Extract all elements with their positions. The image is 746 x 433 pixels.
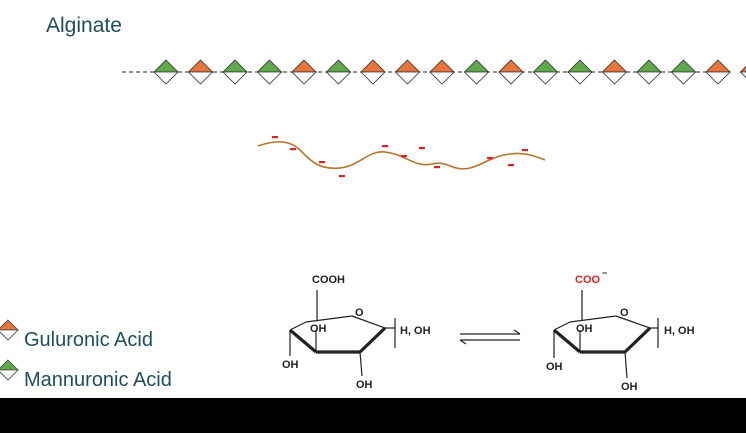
guluronic-unit <box>498 59 524 85</box>
right-hydroxyl-1-label: OH <box>576 323 593 335</box>
mannuronic-unit <box>325 59 352 85</box>
negative-charge-mark <box>419 147 425 150</box>
left-hydroxyl-1-label: OH <box>310 323 327 335</box>
negative-charge-mark <box>382 145 388 148</box>
right-hydroxyl-3-label: OH <box>621 381 638 393</box>
mannuronic-unit <box>532 59 559 85</box>
mannuronic-unit <box>153 59 179 85</box>
guluronic-unit <box>601 59 628 85</box>
right-end-label: H, OH <box>664 325 695 337</box>
structure-left: COOH O OH OH OH H, OH <box>282 274 431 391</box>
mannuronic-unit <box>222 59 248 85</box>
negative-charge-mark <box>290 148 296 151</box>
guluronic-unit <box>705 59 731 85</box>
left-hydroxyl-3-label: OH <box>356 379 373 391</box>
negative-charge-mark <box>522 149 528 152</box>
mannuronic-unit <box>567 59 593 85</box>
guluronic-unit <box>429 59 455 85</box>
right-carboxylate-label: COO <box>575 274 601 286</box>
negative-charge-mark <box>339 175 345 178</box>
mannuronic-unit <box>256 59 283 85</box>
left-end-label: H, OH <box>400 325 431 337</box>
polymer-strand <box>257 141 546 170</box>
equilibrium-arrows <box>459 329 521 345</box>
negative-charge-mark <box>508 164 514 167</box>
charge-marks <box>272 136 528 178</box>
guluronic-unit <box>360 59 386 85</box>
chain-units <box>153 59 746 85</box>
mannuronic-unit <box>670 59 697 85</box>
negative-charge-mark <box>272 136 278 139</box>
right-hydroxyl-2-label: OH <box>546 361 563 373</box>
diagram-title: Alginate <box>46 14 122 37</box>
left-ring-oxygen-label: O <box>355 307 364 319</box>
guluronic-diamond-icon <box>0 319 19 341</box>
legend-mannuronic-label: Mannuronic Acid <box>24 369 172 391</box>
negative-charge-mark <box>319 161 325 164</box>
negative-charge-mark <box>487 157 493 160</box>
guluronic-unit <box>187 59 214 85</box>
mannuronic-unit <box>463 59 490 85</box>
mannuronic-diamond-icon <box>0 359 19 381</box>
guluronic-unit <box>739 65 746 79</box>
negative-charge-mark <box>434 166 440 169</box>
guluronic-unit <box>291 59 317 85</box>
left-carboxyl-label: COOH <box>312 274 345 286</box>
right-ring-oxygen-label: O <box>620 307 629 319</box>
mannuronic-unit <box>636 59 662 85</box>
negative-charge-mark <box>401 155 407 158</box>
structure-right: COO − O OH OH OH H, OH <box>546 268 695 393</box>
alginate-diagram: COOH O OH OH OH H, OH COO − O OH OH OH H… <box>0 59 746 393</box>
bottom-bar <box>0 398 746 433</box>
guluronic-unit <box>394 59 421 85</box>
legend-guluronic-label: Guluronic Acid <box>24 329 153 351</box>
left-hydroxyl-2-label: OH <box>282 359 299 371</box>
right-charge-label: − <box>602 268 607 278</box>
